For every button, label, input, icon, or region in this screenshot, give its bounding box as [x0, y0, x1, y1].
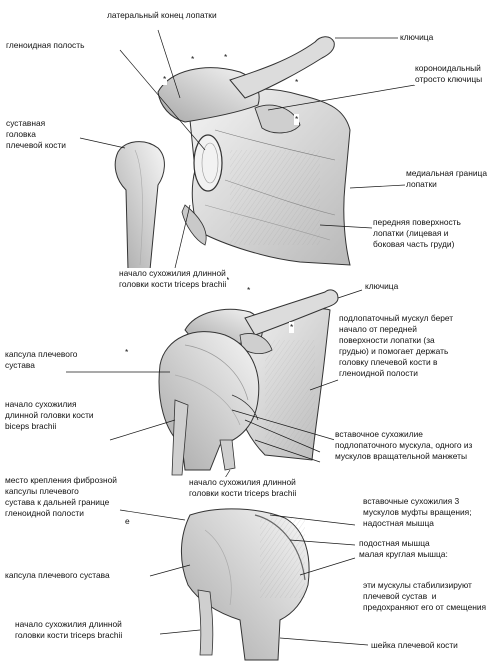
label-fibrous-capsule-attachment: место крепления фиброзной капсулы плечев… — [4, 475, 118, 519]
glenoid-top — [193, 134, 223, 192]
label-joint-capsule-mid: капсула плечевого сустава — [4, 349, 79, 371]
clavicle-top — [229, 36, 335, 99]
marker-star: * — [190, 54, 196, 65]
label-triceps-origin-bottom: начало сухожилия длинной головки кости t… — [14, 619, 124, 641]
humerus-top — [114, 141, 165, 271]
label-lateral-end-scapula: латеральный конец лопатки — [106, 10, 218, 21]
marker-star: * — [124, 347, 130, 358]
label-humerus-neck: шейка плечевой кости — [370, 640, 459, 651]
label-triceps-origin-top: начало сухожилия длинной головки кости t… — [118, 268, 228, 290]
top-panel-drawing — [114, 36, 351, 271]
leader-lines — [66, 29, 416, 646]
label-infraspinatus-teres: подостная мышца малая круглая мышца: — [358, 538, 449, 560]
label-rotator-cuff-tendons: вставочные сухожилия 3 мускулов муфты вр… — [362, 496, 473, 529]
marker-star: * — [289, 322, 295, 333]
label-medial-border: медиальная граница лопатки — [405, 168, 488, 190]
marker-star: * — [294, 114, 300, 125]
coracoid-top — [254, 104, 301, 134]
marker-star: * — [225, 275, 231, 286]
label-joint-capsule-bottom: капсула плечевого сустава — [4, 570, 111, 581]
marker-e: е — [124, 516, 131, 527]
label-biceps-origin: начало сухожилия длинной головки кости b… — [4, 399, 95, 432]
label-clavicle-top: ключица — [399, 32, 435, 43]
marker-star: * — [223, 52, 229, 63]
label-glenoid-cavity: гленоидная полость — [5, 40, 86, 51]
bottom-panel-drawing — [180, 508, 310, 661]
label-coracoid-process: короноидальный отросто ключицы — [414, 63, 484, 85]
label-subscapularis: подлопаточный мускул берет начало от пер… — [338, 313, 455, 379]
label-anterior-surface: передняя поверхность лопатки (лицевая и … — [372, 217, 462, 250]
label-subscap-insertion: вставочное сухожилие подлопаточного муск… — [334, 429, 474, 462]
marker-star: * — [294, 77, 300, 88]
label-triceps-origin-mid: начало сухожилия длинной головки кости t… — [188, 477, 298, 499]
marker-star: * — [162, 74, 168, 85]
label-stabilize-note: эти мускулы стабилизируют плечевой суста… — [362, 580, 488, 613]
label-humeral-head: суставная головка плечевой кости — [5, 118, 67, 151]
marker-star: * — [246, 285, 252, 296]
label-clavicle-mid: ключица — [364, 281, 400, 292]
middle-panel-drawing — [158, 289, 339, 476]
